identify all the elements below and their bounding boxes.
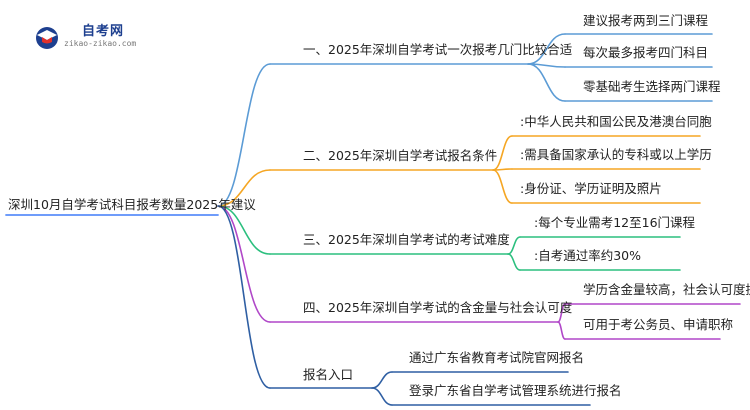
branch-2-leaf-3-connector: [492, 169, 513, 204]
branch-4-leaf-2-connector: [557, 321, 566, 340]
branch-4-topic: 四、2025年深圳自学考试的含金量与社会认可度: [303, 300, 573, 315]
branch-1-leaf-1-connector: [527, 33, 566, 65]
branch-5-connector: [217, 205, 271, 389]
branch-2-leaf-2: :需具备国家承认的专科或以上学历: [520, 147, 712, 162]
branch-2-leaf-1-connector: [492, 135, 513, 171]
branch-5-leaf-1: 通过广东省教育考试院官网报名: [409, 350, 585, 365]
branch-2-connector: [217, 169, 271, 207]
logo-domain: zikao-zikao.com: [64, 39, 137, 48]
branch-1-leaf-1: 建议报考两到三门课程: [583, 13, 709, 28]
branch-3-topic: 三、2025年深圳自学考试的考试难度: [303, 232, 510, 247]
branch-4-leaf-1: 学历含金量较高，社会认可度提升: [583, 282, 750, 297]
branch-1-leaf-3-connector: [527, 63, 566, 102]
branch-5-leaf-2: 登录广东省自学考试管理系统进行报名: [409, 383, 622, 398]
branch-2-leaf-3: :身份证、学历证明及照片: [520, 181, 662, 196]
branch-2-leaf-1: :中华人民共和国公民及港澳台同胞: [520, 114, 712, 129]
logo-title: 自考网: [82, 24, 125, 39]
root-topic: 深圳10月自学考试科目报考数量2025年建议: [8, 197, 256, 212]
branch-1-connector: [217, 63, 271, 207]
branch-3-leaf-2: :自考通过率约30%: [534, 248, 641, 263]
branch-3-leaf-2-connector: [507, 253, 521, 271]
branch-5-leaf-2-connector: [371, 387, 393, 406]
branch-1-leaf-3: 零基础考生选择两门课程: [583, 79, 721, 94]
site-logo: 自考网 zikao-zikao.com: [26, 18, 146, 58]
branch-2-topic: 二、2025年深圳自学考试报名条件: [303, 148, 498, 163]
branch-3-connector: [217, 205, 271, 255]
branch-4-leaf-2: 可用于考公务员、申请职称: [583, 317, 734, 332]
branch-5-leaf-1-connector: [371, 371, 393, 389]
branch-1-topic: 一、2025年深圳自学考试一次报考几门比较合适: [303, 42, 573, 57]
branch-1-leaf-2: 每次最多报考四门科目: [583, 45, 709, 60]
branch-5-topic: 报名入口: [303, 367, 354, 382]
branch-4-connector: [217, 205, 271, 323]
graduation-cap-icon: [36, 27, 58, 49]
branch-3-leaf-1: :每个专业需考12至16门课程: [534, 215, 696, 230]
